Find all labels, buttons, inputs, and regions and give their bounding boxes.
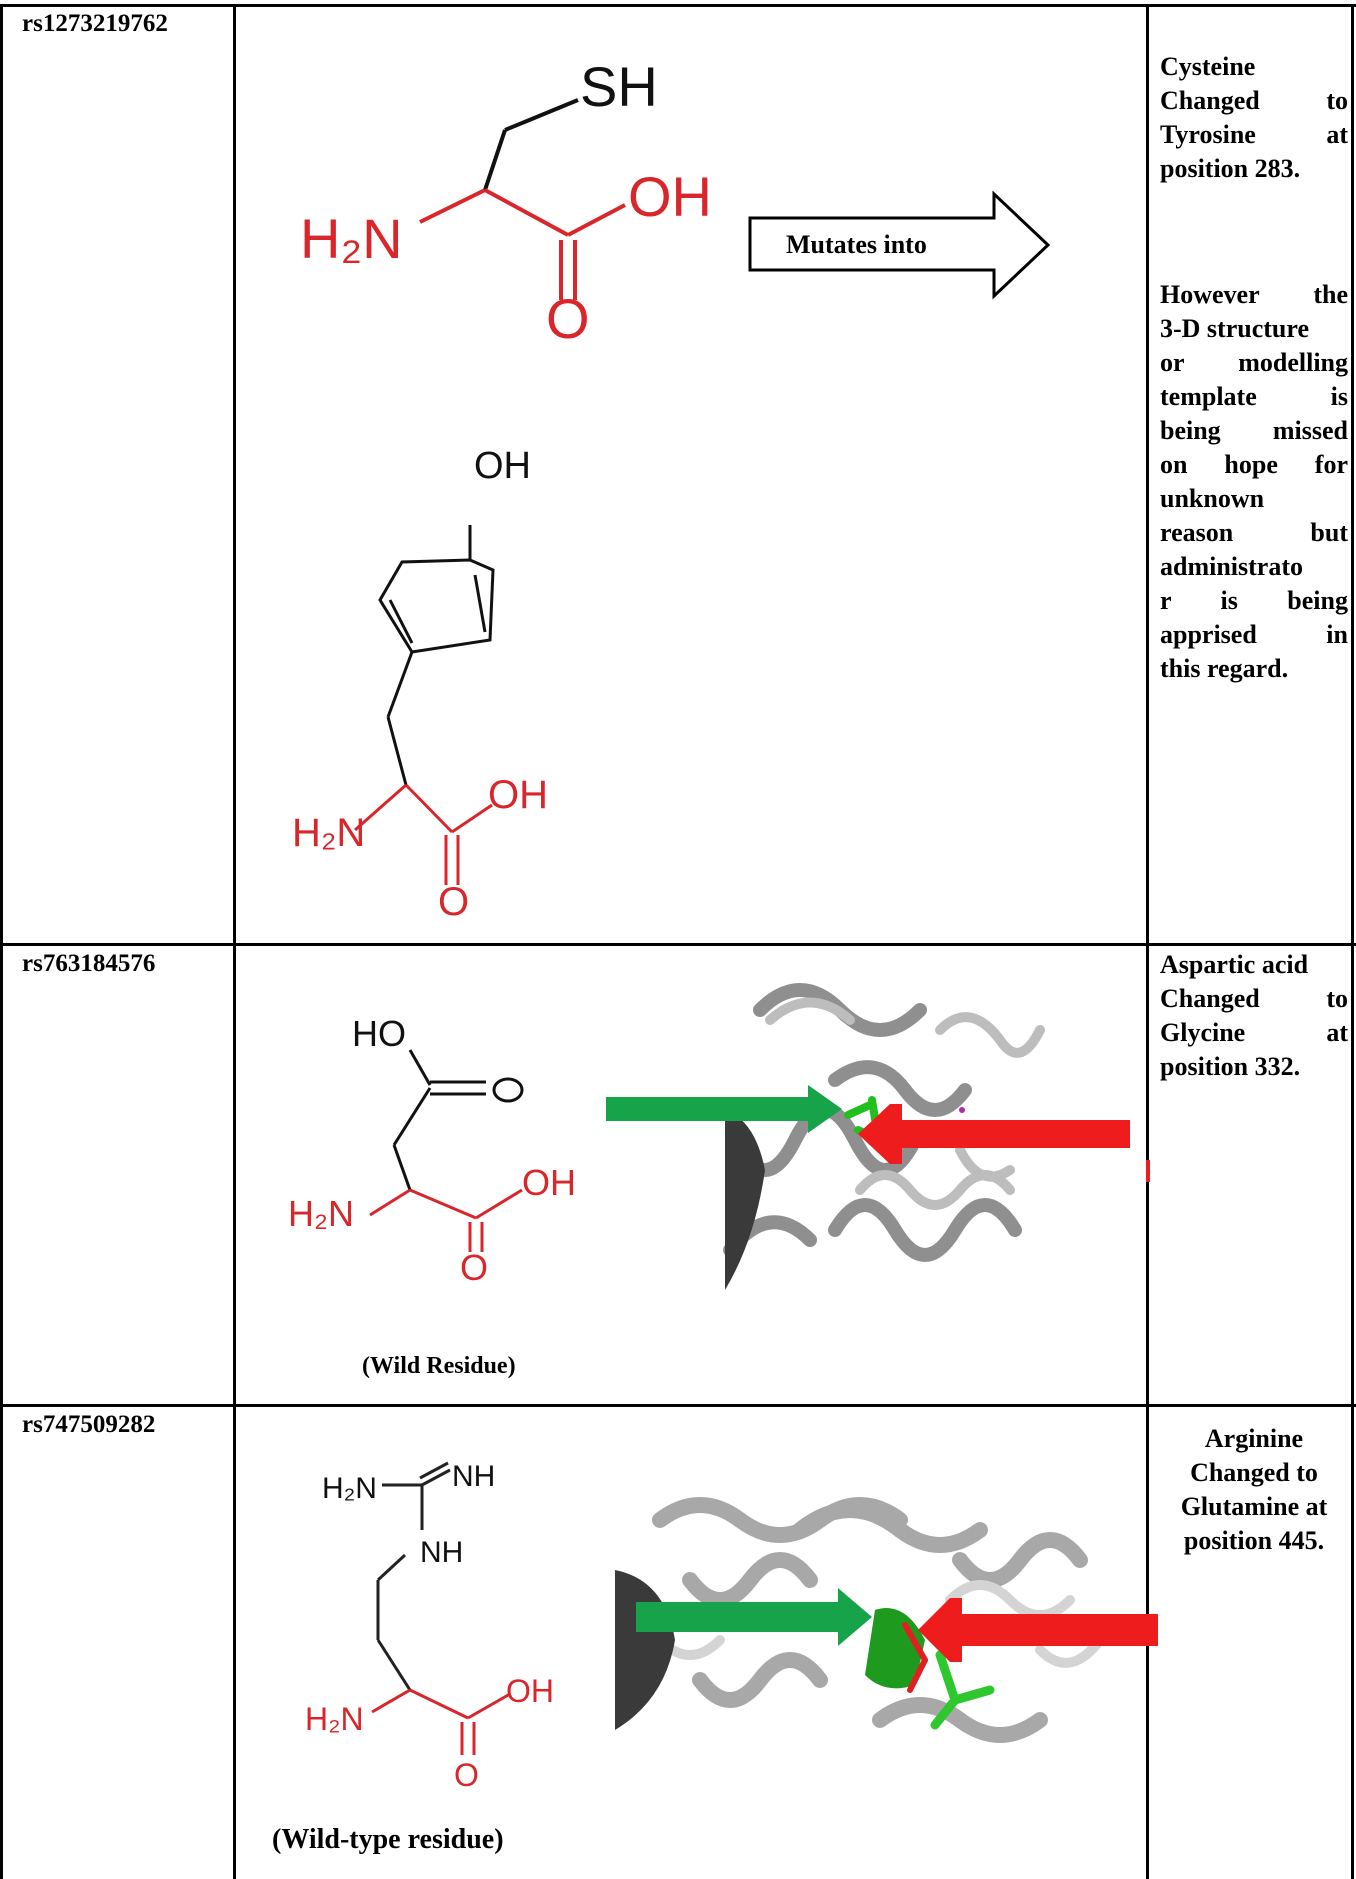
snp-id: rs1273219762	[22, 10, 168, 37]
table-border-left	[0, 4, 3, 1879]
column-divider-1	[233, 4, 236, 1879]
structure-note: However the 3-D structure or modelling t…	[1160, 280, 1348, 683]
mutation-description: Aspartic acid Changed to Glycine at posi…	[1160, 950, 1348, 1081]
mutation-description: Cysteine Changed to Tyrosine at position…	[1160, 52, 1348, 183]
mutation-description: Arginine Changed to Glutamine at positio…	[1180, 1424, 1328, 1555]
residue-caption: (Wild Residue)	[362, 1353, 516, 1379]
residue-caption: (Wild-type residue)	[272, 1824, 504, 1855]
row-divider-2	[0, 1404, 1356, 1407]
table-border-top	[0, 4, 1356, 7]
table-border-right	[1351, 4, 1354, 1879]
column-divider-2	[1146, 4, 1149, 1879]
row-divider-1	[0, 943, 1356, 946]
snp-id: rs747509282	[22, 1411, 156, 1438]
snp-id: rs763184576	[22, 950, 156, 977]
arrow-label: Mutates into	[786, 230, 927, 259]
